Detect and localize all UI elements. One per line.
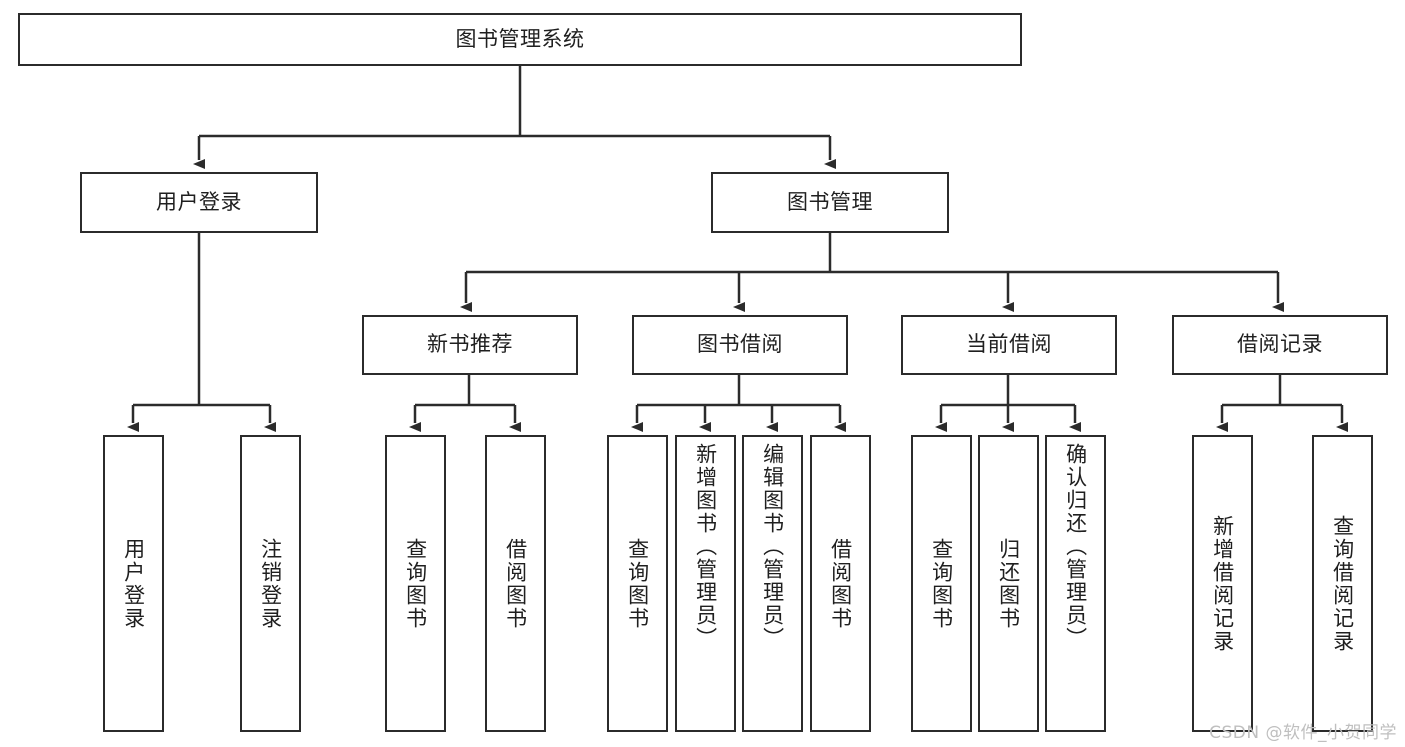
node-book-manage-label: 图书管理 xyxy=(787,189,873,214)
node-root[interactable]: 图书管理系统 xyxy=(18,13,1022,66)
node-leaf-query-record-label: 查询借阅记录 xyxy=(1330,514,1355,653)
node-leaf-edit-book-label: 编辑图书（管理员） xyxy=(760,443,785,650)
node-leaf-borrow-book-1[interactable]: 借阅图书 xyxy=(485,435,546,732)
node-leaf-borrow-book-1-label: 借阅图书 xyxy=(503,537,528,630)
node-borrow-record-label: 借阅记录 xyxy=(1237,332,1323,357)
node-leaf-query-book-2-label: 查询图书 xyxy=(625,537,650,630)
node-borrow-record[interactable]: 借阅记录 xyxy=(1172,315,1388,375)
node-leaf-user-login-label: 用户登录 xyxy=(121,537,146,630)
node-leaf-logout-login-label: 注销登录 xyxy=(258,537,283,630)
node-leaf-logout-login[interactable]: 注销登录 xyxy=(240,435,301,732)
node-new-book-recommend[interactable]: 新书推荐 xyxy=(362,315,578,375)
node-user-login[interactable]: 用户登录 xyxy=(80,172,318,233)
node-leaf-query-book-1-label: 查询图书 xyxy=(403,537,428,630)
node-leaf-query-record[interactable]: 查询借阅记录 xyxy=(1312,435,1373,732)
node-leaf-confirm-return-label: 确认归还（管理员） xyxy=(1063,443,1088,650)
node-leaf-borrow-book-2[interactable]: 借阅图书 xyxy=(810,435,871,732)
node-leaf-borrow-book-2-label: 借阅图书 xyxy=(828,537,853,630)
node-book-borrow[interactable]: 图书借阅 xyxy=(632,315,848,375)
node-leaf-query-book-3-label: 查询图书 xyxy=(929,537,954,630)
node-current-borrow[interactable]: 当前借阅 xyxy=(901,315,1117,375)
node-leaf-query-book-3[interactable]: 查询图书 xyxy=(911,435,972,732)
node-leaf-edit-book[interactable]: 编辑图书（管理员） xyxy=(742,435,803,732)
node-leaf-confirm-return[interactable]: 确认归还（管理员） xyxy=(1045,435,1106,732)
node-leaf-add-book[interactable]: 新增图书（管理员） xyxy=(675,435,736,732)
node-new-book-recommend-label: 新书推荐 xyxy=(427,332,513,357)
node-leaf-query-book-1[interactable]: 查询图书 xyxy=(385,435,446,732)
node-leaf-add-record-label: 新增借阅记录 xyxy=(1210,514,1235,653)
node-leaf-add-book-label: 新增图书（管理员） xyxy=(693,443,718,650)
node-leaf-user-login[interactable]: 用户登录 xyxy=(103,435,164,732)
node-user-login-label: 用户登录 xyxy=(156,189,242,214)
node-leaf-query-book-2[interactable]: 查询图书 xyxy=(607,435,668,732)
node-book-manage[interactable]: 图书管理 xyxy=(711,172,949,233)
node-leaf-return-book[interactable]: 归还图书 xyxy=(978,435,1039,732)
node-root-label: 图书管理系统 xyxy=(455,26,585,51)
node-current-borrow-label: 当前借阅 xyxy=(966,332,1052,357)
node-book-borrow-label: 图书借阅 xyxy=(697,332,783,357)
node-leaf-add-record[interactable]: 新增借阅记录 xyxy=(1192,435,1253,732)
node-leaf-return-book-label: 归还图书 xyxy=(996,537,1021,630)
